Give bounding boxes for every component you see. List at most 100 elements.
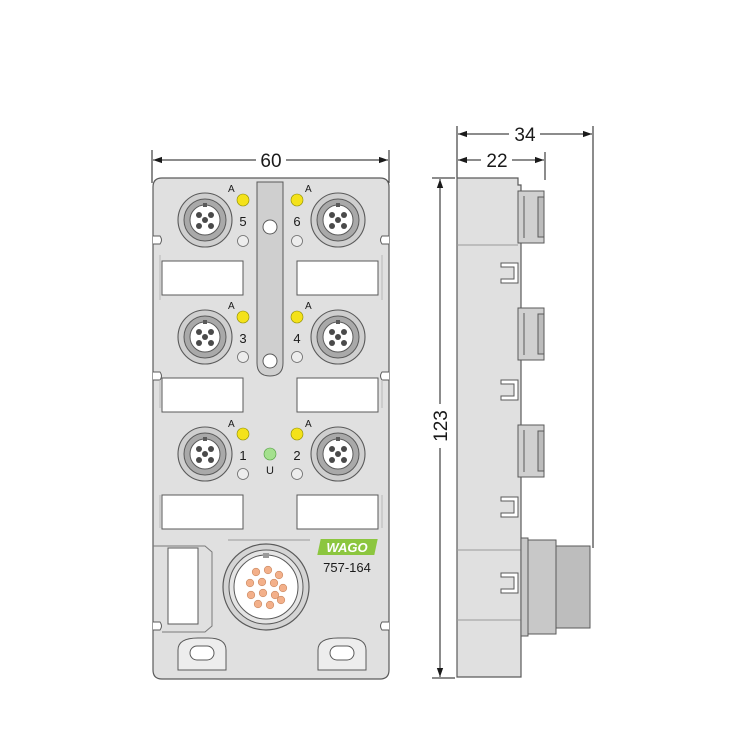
label-plate — [296, 260, 379, 296]
led-off — [237, 351, 249, 363]
m23-pin — [257, 577, 267, 587]
right-mounting-slots — [380, 235, 389, 631]
port-number-2: 2 — [293, 448, 300, 463]
led-label-a: A — [305, 301, 312, 312]
led-a-labels: A A A A A A — [228, 184, 312, 430]
label-plate — [161, 377, 244, 413]
port-number-6: 6 — [293, 214, 300, 229]
connector-pin — [202, 217, 208, 223]
bottom-mount-holes — [177, 637, 367, 671]
model-number: 757-164 — [323, 560, 371, 575]
label-plate — [296, 377, 379, 413]
connector-pin — [208, 223, 214, 229]
connector-pin — [208, 446, 214, 452]
connector-pin — [208, 329, 214, 335]
connector-pin — [329, 329, 335, 335]
connector-pin — [341, 212, 347, 218]
side-clips — [500, 262, 519, 594]
connector-pin — [202, 451, 208, 457]
m23-pins — [245, 553, 288, 610]
connector-pin — [335, 217, 341, 223]
m23-pin — [278, 583, 288, 593]
connector-pin — [341, 340, 347, 346]
m8-connector — [177, 309, 233, 365]
port-number-3: 3 — [239, 331, 246, 346]
side-connector — [517, 190, 545, 244]
connector-pin — [329, 223, 335, 229]
dimension-width-60: 60 — [151, 150, 390, 183]
dimension-height-123: 123 — [431, 177, 455, 679]
connector-pin — [329, 212, 335, 218]
led-green-power — [263, 447, 277, 461]
m8-connector — [177, 426, 233, 482]
connector-pin — [335, 451, 341, 457]
m23-pin — [269, 578, 279, 588]
m23-pin — [270, 590, 280, 600]
left-mounting-slots — [153, 235, 162, 631]
m8-connector — [310, 192, 366, 248]
connector-pin — [341, 446, 347, 452]
led-label-a: A — [305, 419, 312, 430]
led-yellow — [236, 193, 250, 207]
m23-pin — [245, 578, 255, 588]
connector-pin — [335, 334, 341, 340]
center-bar — [256, 181, 284, 377]
connector-pin — [341, 457, 347, 463]
connector-pin — [208, 212, 214, 218]
label-plate — [161, 494, 244, 530]
connector-pin — [196, 446, 202, 452]
label-plates — [161, 260, 379, 530]
led-off — [237, 468, 249, 480]
side-connector — [517, 307, 545, 361]
connectors — [177, 192, 366, 482]
connector-pin — [341, 223, 347, 229]
port-number-4: 4 — [293, 331, 300, 346]
led-yellow — [236, 427, 250, 441]
led-off — [291, 351, 303, 363]
dim-height-label: 123 — [431, 410, 452, 442]
connector-pin — [196, 340, 202, 346]
led-label-a: A — [228, 184, 235, 195]
m8-connector — [310, 426, 366, 482]
dim-depth-body-label: 22 — [486, 151, 507, 172]
port-numbers: 5 6 3 4 1 2 U — [239, 214, 300, 477]
port-number-1: 1 — [239, 448, 246, 463]
dim-depth-total-label: 34 — [514, 125, 536, 146]
bottom-section: WAGO 757-164 — [153, 539, 378, 671]
connector-pin — [196, 457, 202, 463]
led-yellow — [236, 310, 250, 324]
side-view — [456, 177, 591, 678]
led-yellow — [290, 427, 304, 441]
led-off — [291, 235, 303, 247]
led-yellow — [290, 310, 304, 324]
connector-pin — [202, 334, 208, 340]
m23-pin — [263, 565, 273, 575]
dim-width-label: 60 — [260, 151, 281, 172]
port-number-5: 5 — [239, 214, 246, 229]
connector-pin — [329, 340, 335, 346]
m23-pin — [258, 588, 268, 598]
connector-pin — [208, 340, 214, 346]
wago-logo: WAGO — [317, 539, 378, 555]
m23-pin — [265, 600, 275, 610]
led-label-a: A — [228, 301, 235, 312]
housing-rails — [159, 255, 383, 528]
m23-pin — [274, 570, 284, 580]
connector-pin — [329, 446, 335, 452]
led-label-a: A — [228, 419, 235, 430]
led-label-a: A — [305, 184, 312, 195]
bottom-label-plate — [167, 547, 199, 625]
side-connector — [517, 424, 545, 478]
connector-pin — [196, 212, 202, 218]
m23-pin — [253, 599, 263, 609]
m8-connector — [177, 192, 233, 248]
connector-pin — [341, 329, 347, 335]
m23-key — [263, 553, 269, 558]
led-off — [237, 235, 249, 247]
side-m8-connectors — [517, 190, 545, 478]
label-plate — [161, 260, 244, 296]
m8-connector — [310, 309, 366, 365]
dimension-depth-22: 22 — [458, 151, 546, 180]
